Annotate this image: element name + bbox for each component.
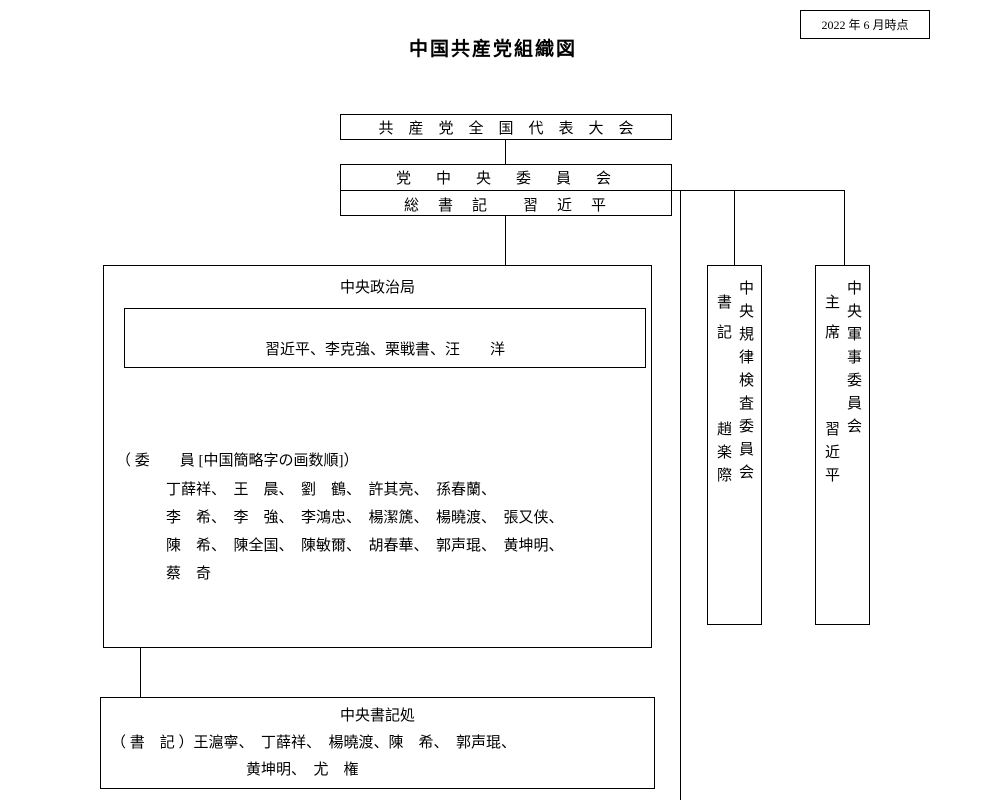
- central-committee-label: 党 中 央 委 員 会: [341, 165, 671, 191]
- secretariat-box: 中央書記処 （ 書 記 ）王滬寧、 丁薛祥、 楊曉渡、陳 希、 郭声琨、 黄坤明…: [100, 697, 655, 789]
- politburo-member-line: 陳 希、 陳全国、 陳敏爾、 胡春華、 郭声琨、 黄坤明、: [166, 538, 564, 554]
- military-commission-box: 中央軍事委員会 主 席 習近平: [815, 265, 870, 625]
- general-secretary-label: 総 書 記 習 近 平: [403, 197, 608, 214]
- connector-right-branch-long-drop: [680, 190, 681, 800]
- politburo-members-heading: （ 委 員 [中国簡略字の画数順]）: [116, 453, 359, 469]
- discipline-commission-box: 中央規律検査委員会 書 記 趙楽際: [707, 265, 762, 625]
- central-committee-box: 党 中 央 委 員 会 総 書 記 習 近 平: [340, 164, 672, 216]
- national-congress-box: 共 産 党 全 国 代 表 大 会: [340, 114, 672, 140]
- connector-committee-to-politburo: [505, 216, 506, 265]
- secretariat-members-line: （ 書 記 ）王滬寧、 丁薛祥、 楊曉渡、陳 希、 郭声琨、: [111, 735, 517, 751]
- military-commission-person: 習近平: [823, 421, 839, 490]
- connector-congress-to-committee: [505, 140, 506, 164]
- secretariat-members-line: 黄坤明、 尤 権: [246, 762, 359, 778]
- date-note-box: 2022 年 6 月時点: [800, 10, 930, 39]
- discipline-commission-role: 書 記: [715, 294, 731, 339]
- discipline-commission-name: 中央規律検査委員会: [737, 280, 753, 487]
- standing-committee-members: 習近平、李克強、栗戦書、汪 洋: [264, 342, 505, 358]
- date-note-label: 2022 年 6 月時点: [821, 18, 909, 32]
- discipline-commission-person: 趙楽際: [715, 421, 731, 490]
- connector-to-discipline-commission: [734, 190, 735, 265]
- politburo-box: 中央政治局 習近平、李克強、栗戦書、汪 洋 （ 委 員 [中国簡略字の画数順]）…: [103, 265, 652, 648]
- national-congress-label: 共 産 党 全 国 代 表 大 会: [378, 120, 634, 137]
- military-commission-name: 中央軍事委員会: [845, 280, 861, 441]
- connector-to-military-commission: [844, 190, 845, 265]
- politburo-members-list: 丁薛祥、 王 晨、 劉 鶴、 許其亮、 孫春蘭、 李 希、 李 強、 李鴻忠、 …: [166, 476, 564, 588]
- secretariat-title: 中央書記処: [339, 708, 415, 724]
- page-title: 中国共産党組織図: [408, 39, 577, 60]
- politburo-member-line: 李 希、 李 強、 李鴻忠、 楊潔篪、 楊曉渡、 張又侠、: [166, 510, 564, 526]
- connector-committee-right-branch: [672, 190, 845, 191]
- standing-committee-box: 習近平、李克強、栗戦書、汪 洋: [124, 308, 646, 368]
- politburo-member-line: 蔡 奇: [166, 566, 212, 582]
- connector-politburo-to-secretariat: [140, 648, 141, 697]
- military-commission-role: 主 席: [823, 294, 839, 339]
- politburo-member-line: 丁薛祥、 王 晨、 劉 鶴、 許其亮、 孫春蘭、: [166, 482, 497, 498]
- politburo-title: 中央政治局: [339, 280, 415, 296]
